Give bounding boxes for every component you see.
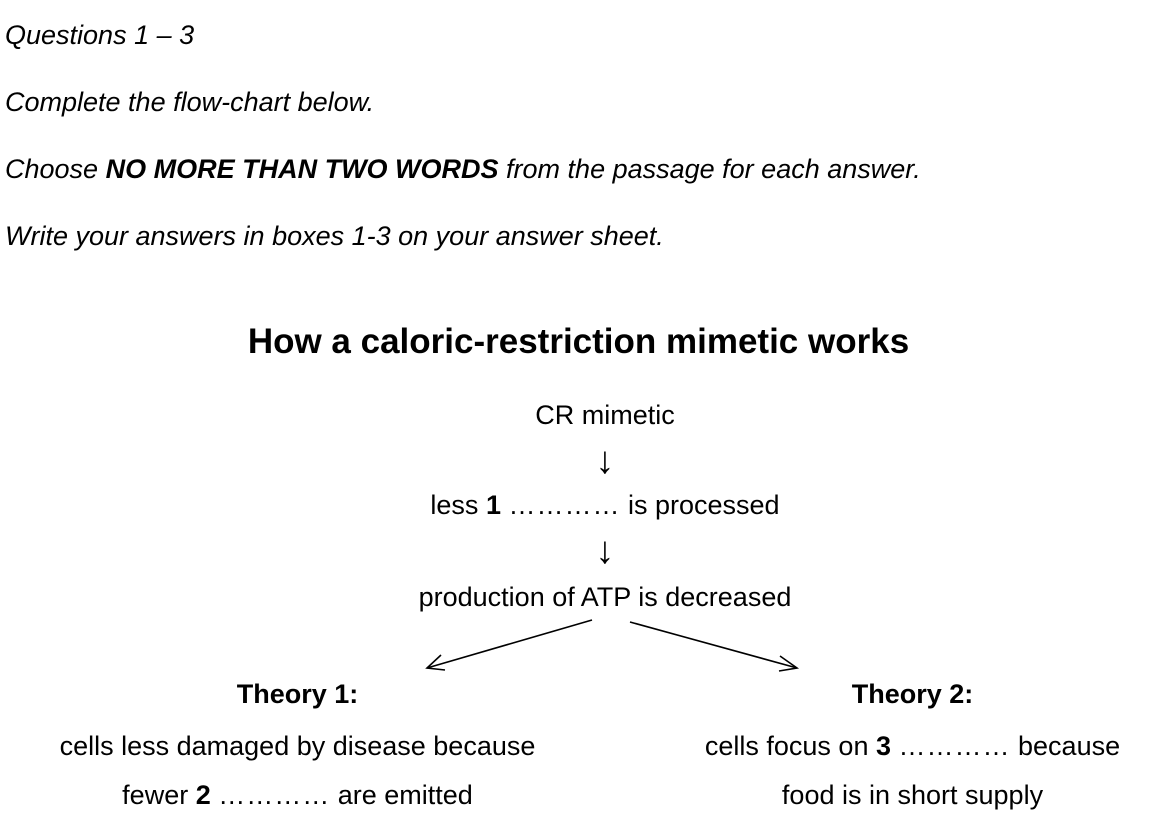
answer-gap-1[interactable]: ………… — [508, 490, 621, 520]
instruction-complete: Complete the flow-chart below. — [5, 87, 375, 117]
questions-heading: Questions 1 – 3 — [5, 20, 195, 50]
down-arrow-icon: ↓ — [595, 440, 615, 482]
left-branch-arrow-icon — [425, 619, 593, 671]
theory2-line1: cells focus on 3 ………… because — [650, 733, 1157, 760]
gap-number-1: 1 — [485, 490, 501, 520]
gap-number-2: 2 — [195, 780, 211, 810]
theory1-line2: fewer 2 ………… are emitted — [20, 782, 575, 809]
gap-number-3: 3 — [875, 731, 891, 761]
theory1-heading: Theory 1: — [236, 679, 359, 709]
instruction-write: Write your answers in boxes 1-3 on your … — [5, 221, 664, 251]
step2-prefix: less — [430, 490, 486, 520]
choose-suffix: from the passage for each answer. — [498, 154, 921, 184]
answer-gap-3[interactable]: ………… — [898, 731, 1011, 761]
theory2-line1-prefix: cells focus on — [704, 731, 876, 761]
flow-step-gap-1: less 1 ………… is processed — [200, 492, 1010, 519]
theory1-line1: cells less damaged by disease because — [59, 731, 536, 761]
theory1-line2-suffix: are emitted — [330, 780, 473, 810]
theory1-line2-prefix: fewer — [122, 780, 196, 810]
flow-step-atp: production of ATP is decreased — [418, 582, 792, 612]
down-arrow-icon: ↓ — [595, 530, 615, 572]
instruction-choose: Choose NO MORE THAN TWO WORDS from the p… — [5, 156, 921, 183]
flow-step-cr-mimetic: CR mimetic — [535, 400, 675, 430]
answer-gap-2[interactable]: ………… — [218, 780, 331, 810]
right-branch-arrow-icon — [629, 621, 800, 672]
theory2-heading: Theory 2: — [851, 679, 974, 709]
choose-prefix: Choose — [5, 154, 106, 184]
flowchart-title: How a caloric-restriction mimetic works — [247, 322, 910, 361]
theory2-line2: food is in short supply — [781, 780, 1044, 810]
theory2-line1-suffix: because — [1010, 731, 1121, 761]
choose-word-limit: NO MORE THAN TWO WORDS — [105, 154, 499, 184]
step2-suffix: is processed — [620, 490, 780, 520]
